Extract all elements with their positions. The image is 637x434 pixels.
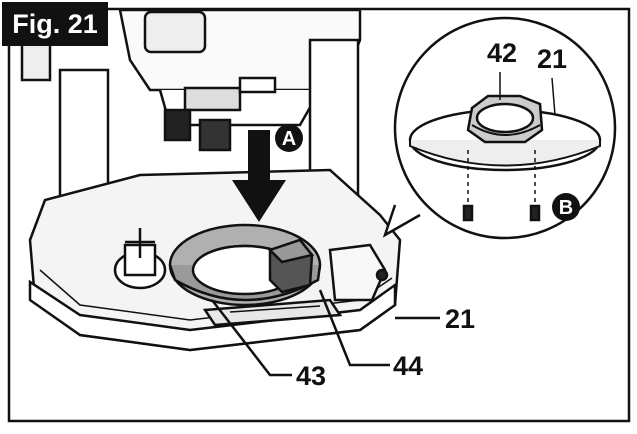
- release-lever: [267, 238, 315, 294]
- callout-44: 44: [393, 351, 423, 381]
- label-b: B: [559, 197, 573, 219]
- callout-21-base: 21: [445, 304, 475, 334]
- leader-lines: [211, 289, 440, 377]
- callout-21-inset: 21: [537, 44, 567, 74]
- callout-43: 43: [296, 361, 326, 391]
- figure-label: Fig. 21: [2, 2, 108, 46]
- callout-42: 42: [487, 38, 517, 68]
- label-b-badge: B: [552, 193, 580, 221]
- detail-inset: [382, 16, 617, 240]
- label-a: A: [282, 128, 296, 150]
- label-a-badge: A: [275, 124, 303, 152]
- down-arrow: [232, 130, 286, 222]
